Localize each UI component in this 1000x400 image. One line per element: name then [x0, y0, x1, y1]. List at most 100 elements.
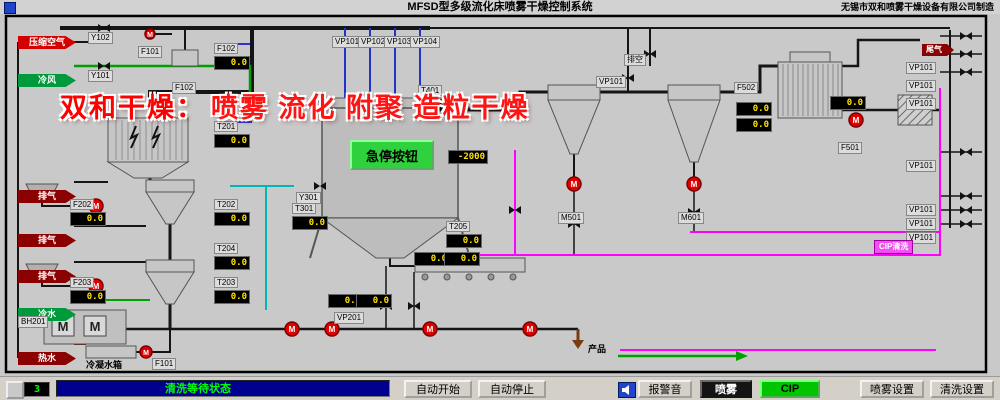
tag-vp101-r4: VP101: [906, 160, 937, 172]
pump-icon[interactable]: M: [144, 28, 156, 40]
bag-filter: [106, 117, 190, 179]
cycle-counter: 3: [24, 382, 50, 397]
svg-text:M: M: [527, 325, 534, 334]
tag-product: 产品: [588, 344, 607, 354]
auto-stop-button[interactable]: 自动停止: [478, 380, 546, 398]
auto-start-button[interactable]: 自动开始: [404, 380, 472, 398]
valve-icon: [960, 192, 972, 200]
svg-text:M: M: [329, 325, 336, 334]
tag-vp103: VP103: [384, 36, 415, 48]
svg-text:M: M: [289, 325, 296, 334]
pump-icon[interactable]: M: [848, 112, 864, 128]
svg-text:M: M: [143, 350, 149, 357]
valve-drop-lines: [344, 28, 421, 108]
tag-vp101-duct: VP101: [596, 76, 627, 88]
watermark-slogan: 喷雾 流化 附聚 造粒干燥: [211, 93, 530, 123]
tag-f101: F101: [138, 46, 163, 58]
cyclone-right-1: [547, 84, 601, 155]
tag-tail-gas: 尾气: [922, 44, 954, 56]
agitator-m-icon: M: [58, 319, 69, 334]
app-icon: [4, 2, 16, 14]
source-hot-water: 热水: [18, 352, 76, 365]
title-bar: MFSD型多级流化床喷雾干燥控制系统 无锡市双和喷雾干燥设备有限公司制造: [0, 0, 1000, 15]
valve-icon: [960, 206, 972, 214]
svg-text:M: M: [93, 202, 100, 211]
lightning-icon: [129, 125, 140, 149]
pump-icon[interactable]: M: [139, 345, 153, 359]
valve-icon: [644, 50, 656, 58]
manufacturer-label: 无锡市双和喷雾干燥设备有限公司制造: [840, 2, 994, 12]
alarm-sound-icon[interactable]: [618, 382, 636, 398]
tag-vp201: VP201: [334, 312, 365, 324]
tag-vp104: VP104: [410, 36, 441, 48]
pump-icon[interactable]: M: [284, 321, 300, 337]
display-bed-1: 0.0: [328, 294, 370, 308]
svg-text:M: M: [571, 180, 578, 189]
pump-icon[interactable]: M: [686, 176, 702, 192]
status-message: 清洗等待状态: [56, 380, 390, 397]
watermark-brand: 双和干燥：: [60, 93, 205, 123]
tag-bh201: BH201: [18, 316, 49, 328]
valve-icon: [98, 62, 110, 70]
tag-cip-clean: CIP清洗: [874, 240, 914, 254]
display-f502-1: 0.0: [736, 102, 778, 116]
tag-m601: M601: [678, 212, 705, 224]
valve-icon: [960, 50, 972, 58]
tag-vp101-r7: VP101: [906, 232, 937, 244]
tag-m501: M501: [558, 212, 585, 224]
tag-f101-bottom: F101: [152, 358, 177, 370]
emergency-stop-button[interactable]: 急停按钮: [350, 140, 434, 170]
fan-f102: [171, 49, 199, 67]
cyclone-left-3: [145, 259, 195, 305]
valve-icon: [960, 32, 972, 40]
tag-f501: F501: [838, 142, 863, 154]
cip-button[interactable]: CIP: [760, 380, 820, 398]
valve-icon: [314, 182, 326, 190]
svg-text:M: M: [691, 180, 698, 189]
green-arrowhead: [736, 351, 748, 361]
tag-vp101-r6: VP101: [906, 218, 937, 230]
source-cold-air: 冷风: [18, 74, 76, 87]
tag-y101: Y101: [88, 70, 113, 82]
pump-icon[interactable]: M: [522, 321, 538, 337]
tag-vp101-r2: VP101: [906, 80, 937, 92]
cyan-line: [230, 185, 294, 310]
tag-f502: F502: [734, 82, 759, 94]
clean-settings-button[interactable]: 清洗设置: [930, 380, 994, 398]
pump-icon[interactable]: M: [324, 321, 340, 337]
agitator-m-icon: M: [90, 319, 101, 334]
main-air-ducts: [17, 26, 982, 358]
tag-vp101-r1: VP101: [906, 62, 937, 74]
cyclone-left-2: [145, 179, 195, 225]
lightning-icon: [151, 125, 162, 149]
process-diagram: M M: [4, 14, 988, 374]
spray-settings-button[interactable]: 喷雾设置: [860, 380, 924, 398]
cyclone-right-2: [667, 84, 721, 163]
pump-icon[interactable]: M: [566, 176, 582, 192]
source-exhaust-1: 排气: [18, 190, 76, 203]
valve-icon: [960, 148, 972, 156]
svg-text:M: M: [853, 116, 860, 125]
source-exhaust-2: 排气: [18, 234, 76, 247]
pumps[interactable]: M M M M M M M M M M M: [88, 28, 864, 359]
tag-vp101-r5: VP101: [906, 204, 937, 216]
process-lines: [74, 28, 941, 361]
diagram-frame: [4, 14, 988, 374]
alarm-sound-button[interactable]: 报警音: [638, 380, 692, 398]
valve-icon: [509, 206, 521, 214]
spray-button[interactable]: 喷雾: [700, 380, 752, 398]
display-f502-2: 0.0: [736, 118, 778, 132]
tag-y102: Y102: [88, 32, 113, 44]
tag-condensate-tank: 冷凝水箱: [86, 360, 123, 370]
display-f501: 0.0: [830, 96, 872, 110]
page-title: MFSD型多级流化床喷雾干燥控制系统: [407, 1, 593, 13]
pump-icon[interactable]: M: [422, 321, 438, 337]
svg-text:M: M: [93, 282, 100, 291]
tag-vp102: VP102: [358, 36, 389, 48]
cold-air-line: [74, 64, 252, 92]
